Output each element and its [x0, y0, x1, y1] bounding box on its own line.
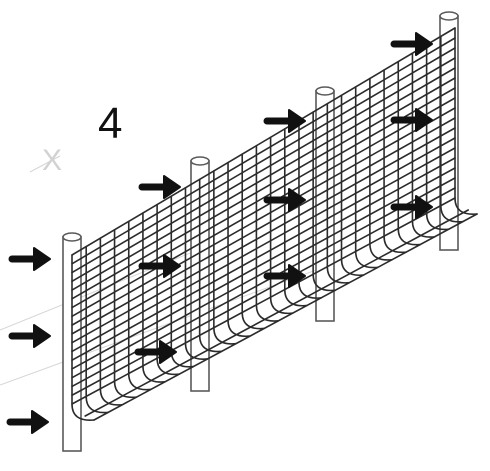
- mesh-horizontal-wire: [71, 167, 456, 379]
- right-arrow-icon: [8, 324, 51, 348]
- right-arrow-icon: [134, 340, 177, 364]
- right-arrow-icon: [6, 410, 49, 434]
- force-arrows: [6, 32, 433, 434]
- right-arrow-icon: [263, 264, 306, 288]
- right-arrow-icon: [138, 175, 181, 199]
- right-arrow-icon: [138, 254, 181, 278]
- mesh-horizontal-wire: [71, 127, 456, 344]
- mesh-horizontal-wire: [71, 197, 456, 405]
- mesh-horizontal-wire: [71, 187, 456, 397]
- axis-label: X: [42, 144, 63, 177]
- mesh-curl-edge: [84, 209, 470, 417]
- mesh-horizontal-wire: [71, 57, 456, 283]
- ground-line: [0, 244, 211, 331]
- mesh-curl-edge: [93, 213, 478, 421]
- mesh-horizontal-wire: [71, 157, 456, 370]
- right-arrow-icon: [390, 195, 433, 219]
- mesh-horizontal-wire: [71, 67, 456, 291]
- wire-mesh-panel: [71, 27, 478, 421]
- mesh-horizontal-wire: [71, 117, 456, 335]
- right-arrow-icon: [390, 32, 433, 56]
- mesh-horizontal-wire: [71, 77, 456, 300]
- step-number: 4: [98, 99, 123, 148]
- right-arrow-icon: [390, 108, 433, 132]
- axis-tick: [29, 155, 61, 173]
- mesh-horizontal-wire: [71, 147, 456, 361]
- mesh-horizontal-wire: [71, 137, 456, 353]
- mesh-horizontal-wire: [71, 87, 456, 309]
- mesh-horizontal-wire: [71, 27, 456, 256]
- mesh-horizontal-wire: [71, 47, 456, 274]
- right-arrow-icon: [8, 247, 51, 271]
- mesh-horizontal-wire: [71, 97, 456, 318]
- right-arrow-icon: [263, 188, 306, 212]
- right-arrow-icon: [263, 109, 306, 133]
- mesh-horizontal-wire: [71, 37, 456, 265]
- mesh-horizontal-wire: [71, 107, 456, 326]
